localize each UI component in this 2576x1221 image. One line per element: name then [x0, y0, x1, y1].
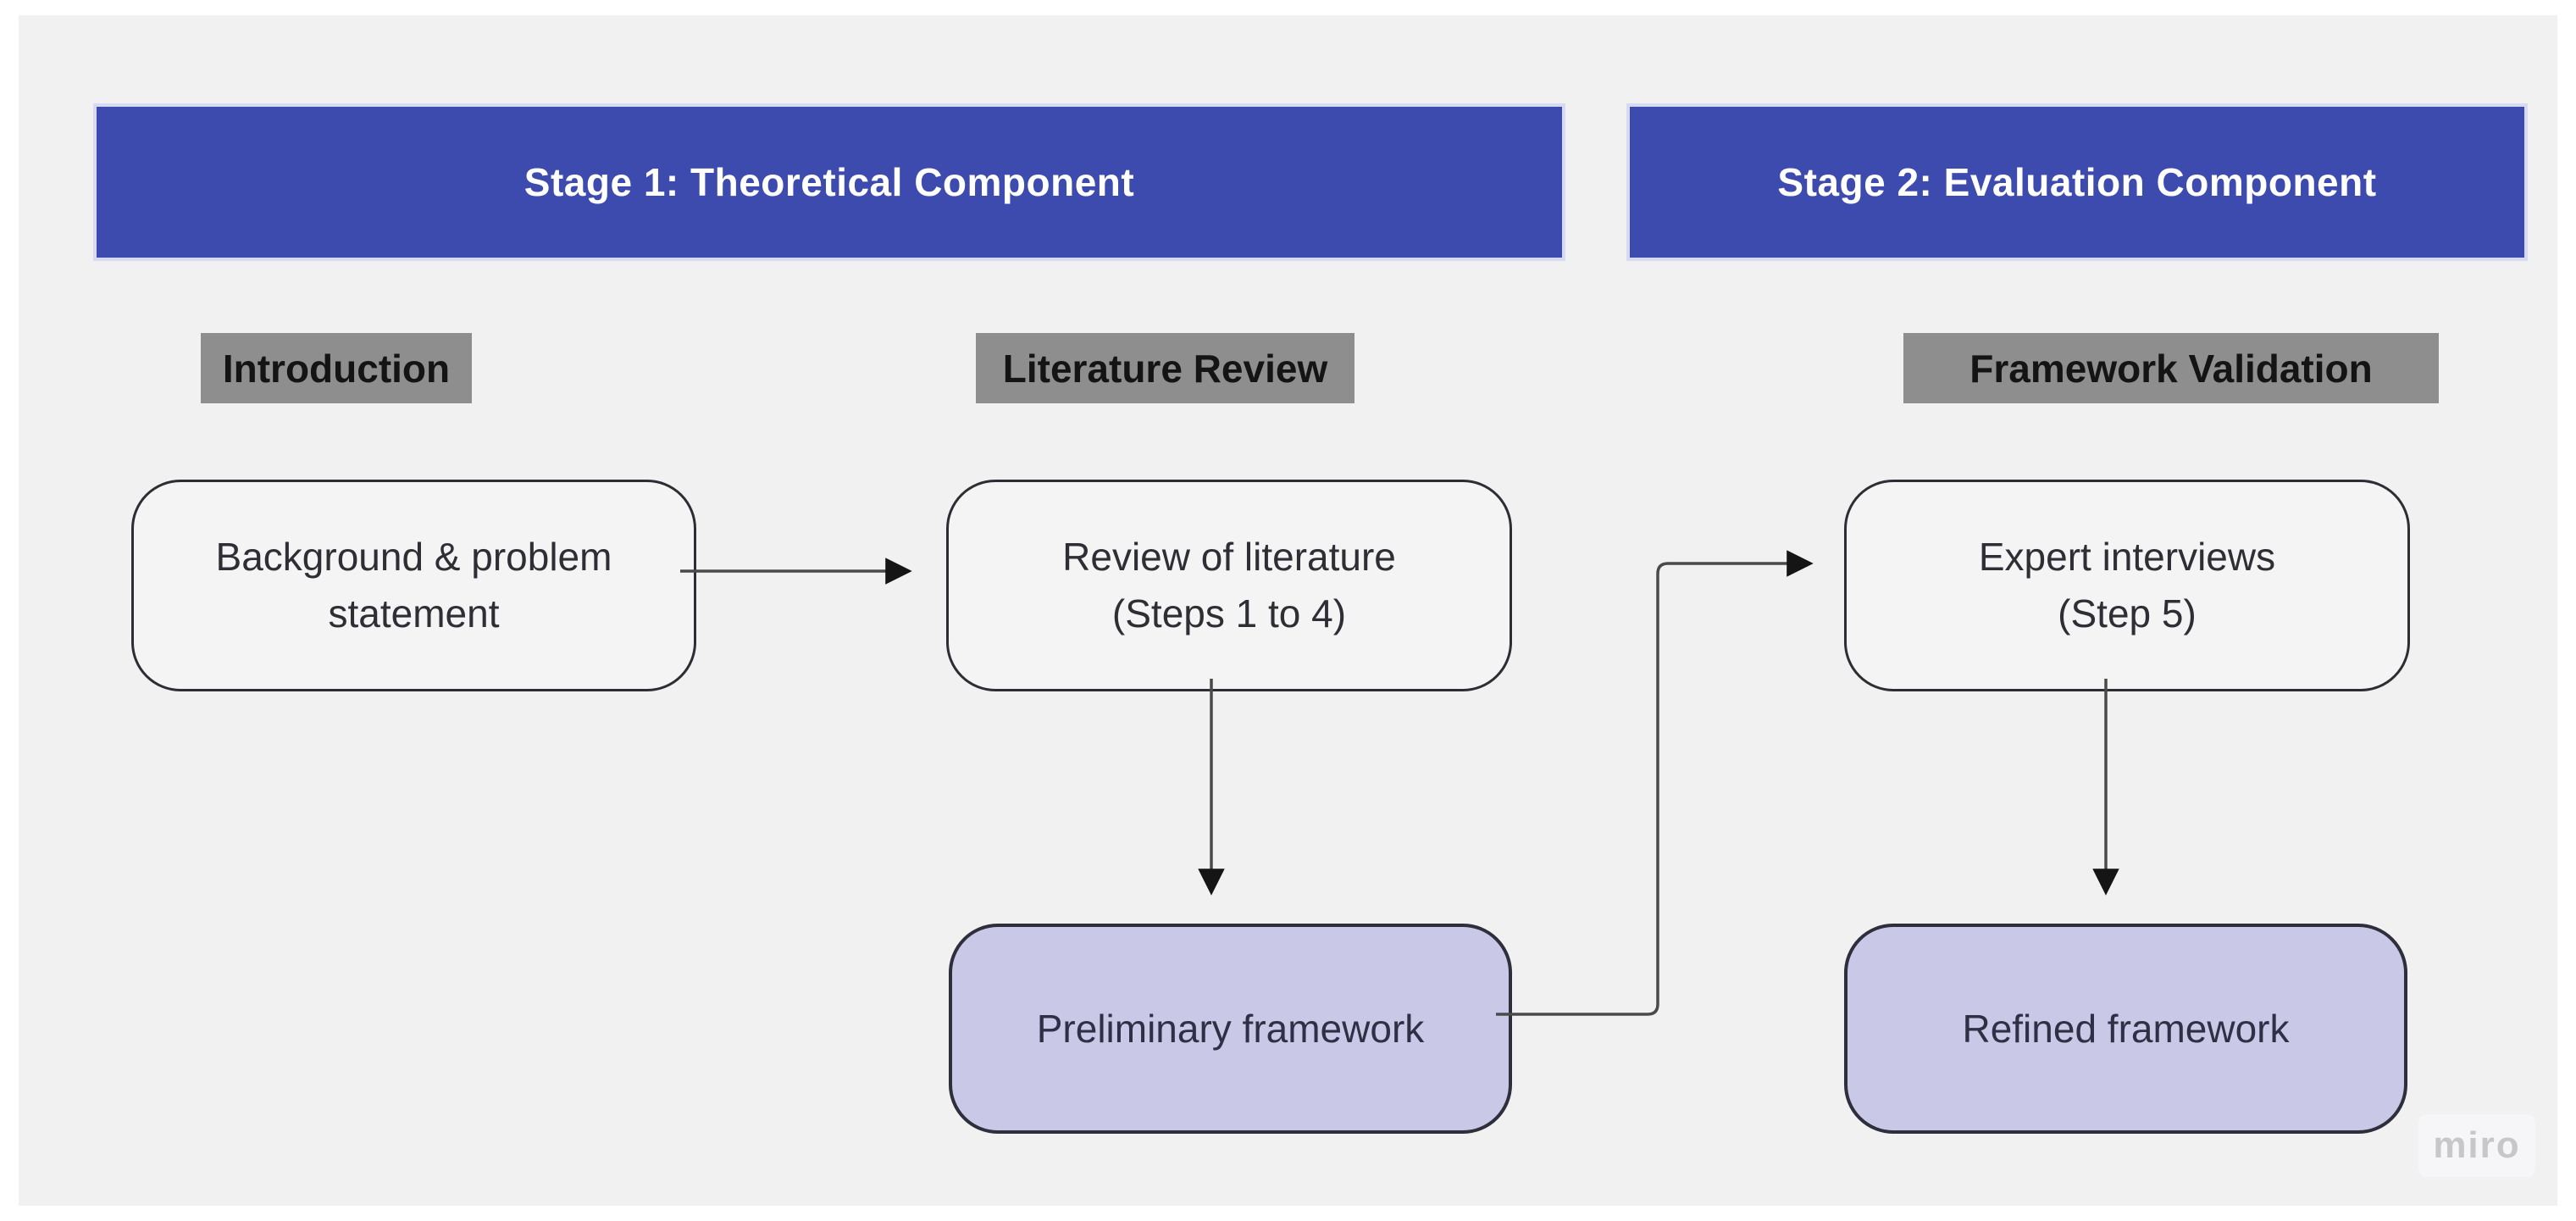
section-label-introduction-text: Introduction: [222, 346, 451, 391]
diagram-canvas: Stage 1: Theoretical Component Stage 2: …: [19, 15, 2557, 1206]
section-label-framework-validation: Framework Validation: [1903, 333, 2439, 403]
node-review-line1: Review of literature: [1062, 535, 1396, 580]
section-label-framework-validation-text: Framework Validation: [1969, 346, 2373, 391]
miro-watermark-text: miro: [2433, 1124, 2521, 1166]
section-label-introduction: Introduction: [201, 333, 472, 403]
stage2-header-label: Stage 2: Evaluation Component: [1777, 160, 2377, 204]
node-expert-interviews: Expert interviews (Step 5): [1844, 480, 2410, 691]
miro-watermark: miro: [2418, 1114, 2535, 1177]
node-background-line2: statement: [328, 591, 500, 635]
node-preliminary-line1: Preliminary framework: [1036, 1006, 1425, 1051]
node-refined-line1: Refined framework: [1962, 1006, 2290, 1051]
stage1-header-bar: Stage 1: Theoretical Component: [93, 103, 1565, 261]
node-preliminary-framework: Preliminary framework: [949, 924, 1512, 1134]
section-label-literature-review-text: Literature Review: [1002, 346, 1328, 391]
section-label-literature-review: Literature Review: [976, 333, 1354, 403]
stage1-header-label: Stage 1: Theoretical Component: [524, 160, 1135, 204]
node-review-line2: (Steps 1 to 4): [1111, 591, 1347, 635]
node-background-problem-statement: Background & problem statement: [131, 480, 696, 691]
node-expert-line1: Expert interviews: [1978, 535, 2276, 580]
node-background-line1: Background & problem: [215, 535, 612, 580]
node-refined-framework: Refined framework: [1844, 924, 2407, 1134]
node-expert-line2: (Step 5): [2058, 591, 2197, 635]
stage2-header-bar: Stage 2: Evaluation Component: [1626, 103, 2528, 261]
node-review-of-literature: Review of literature (Steps 1 to 4): [946, 480, 1512, 691]
